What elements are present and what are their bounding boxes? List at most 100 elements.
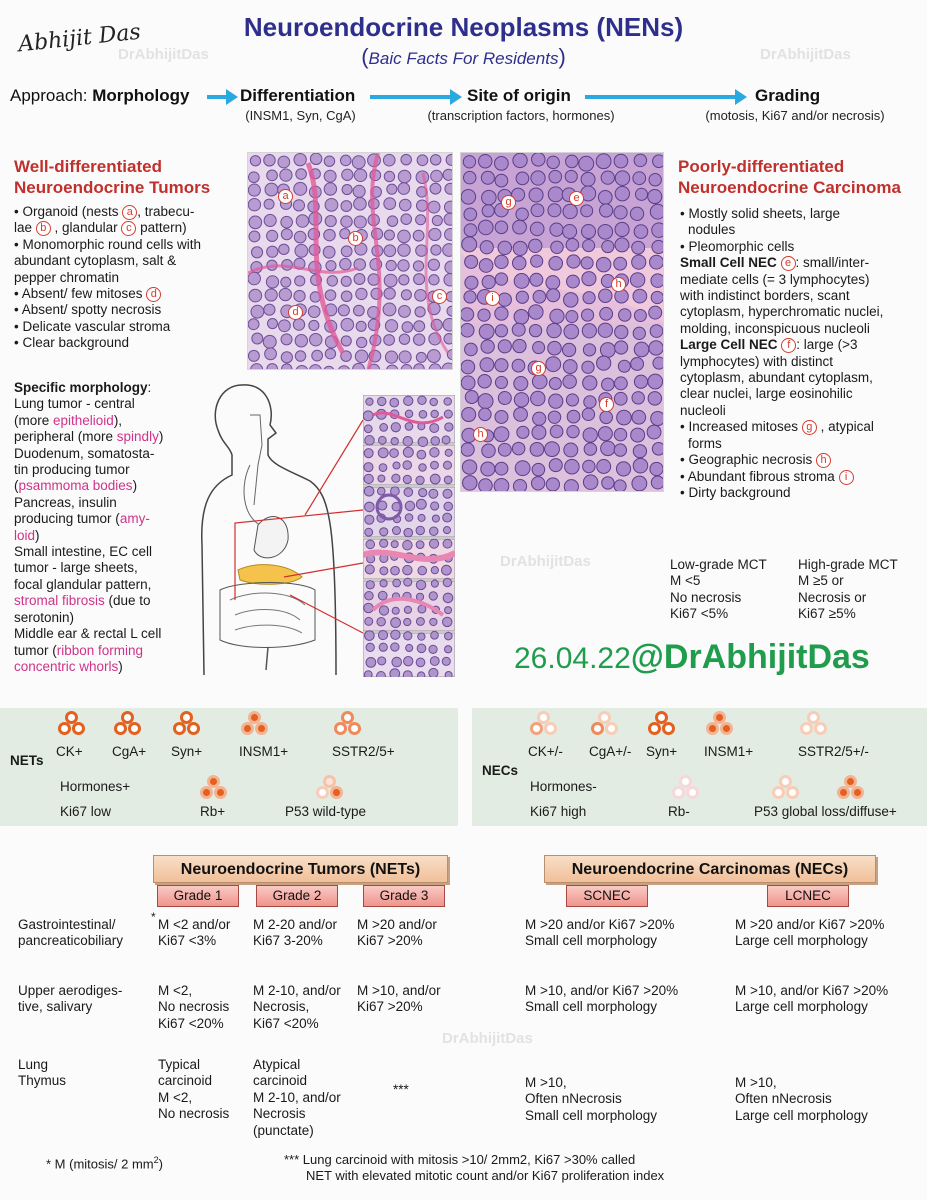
nets-marker: CK+ <box>56 744 83 759</box>
approach-step-site: Site of origin <box>467 86 571 105</box>
specific-line: producing tumor (amy- <box>14 511 150 527</box>
site-histology-strip <box>362 394 457 681</box>
specific-line: tin producing tumor <box>14 462 130 478</box>
label-h-icon: h <box>473 427 488 442</box>
specific-line: Duodenum, somatosta- <box>14 445 155 461</box>
date: 26.04.22 <box>514 642 631 675</box>
nets-label: NETs <box>10 753 44 768</box>
specific-line: peripheral (more spindly) <box>14 429 164 445</box>
approach-step-morphology: Morphology <box>92 86 190 105</box>
necs-hormones: Hormones- <box>530 779 597 794</box>
specific-line: tumor - large sheets, <box>14 560 138 576</box>
ihc-circles-icon <box>173 711 201 735</box>
ihc-circles-icon <box>706 711 734 735</box>
label-c-icon: c <box>121 221 137 237</box>
grade-3-label: Grade 3 <box>363 885 445 907</box>
necs-label: NECs <box>482 763 519 778</box>
approach-sub-site: (transcription factors, hormones) <box>427 108 615 123</box>
necs-p53: P53 global loss/diffuse+ <box>754 804 897 819</box>
label-g-icon: g <box>531 361 546 376</box>
pd-features: • Mostly solid sheets, large nodules • P… <box>680 206 884 500</box>
necs-marker: CgA+/- <box>589 744 632 759</box>
label-b-icon: b <box>348 231 363 246</box>
specific-line: (more epithelioid), <box>14 412 123 428</box>
date-handle: 26.04.22@DrAbhijitDas <box>514 638 870 677</box>
grade-2-label: Grade 2 <box>256 885 338 907</box>
lcnec-label: LCNEC <box>767 885 849 907</box>
label-b-icon: b <box>35 221 51 237</box>
arrow-icon <box>585 95 737 99</box>
table-cell-sc: M >10, and/or Ki67 >20%Small cell morpho… <box>525 983 679 1015</box>
wd-features: • Organoid (nests a, trabecu- lae b , gl… <box>14 204 202 351</box>
wd-histology-image: a b c d <box>247 152 453 370</box>
nets-marker: SSTR2/5+ <box>332 744 395 759</box>
p53-circles-icon <box>837 775 865 799</box>
watermark: DrAbhijitDas <box>760 46 851 63</box>
table-cell-site: Upper aerodiges-tive, salivary <box>18 983 123 1015</box>
p53-circles-icon <box>772 775 800 799</box>
arrow-head-icon <box>226 89 238 105</box>
watermark: DrAbhijitDas <box>118 46 209 63</box>
table-cell-site: Gastrointestinal/pancreaticobiliary <box>18 917 124 949</box>
grade-1-label: Grade 1 <box>157 885 239 907</box>
p53-circles-icon <box>316 775 344 799</box>
rb-circles-icon <box>672 775 700 799</box>
specific-line: focal glandular pattern, <box>14 576 152 592</box>
label-i-icon: i <box>485 291 500 306</box>
table-cell-sc: M >20 and/or Ki67 >20%Small cell morphol… <box>525 917 675 949</box>
ihc-circles-icon <box>530 711 558 735</box>
approach-sub-grading: (motosis, Ki67 and/or necrosis) <box>705 108 885 123</box>
nets-marker: Syn+ <box>171 744 203 759</box>
specific-line: stromal fibrosis (due to <box>14 593 151 609</box>
label-a-icon: a <box>122 205 138 220</box>
arrow-icon <box>370 95 452 99</box>
approach-step-differentiation: Differentiation <box>240 86 356 105</box>
footnote-mitosis: * M (mitosis/ 2 mm2) <box>46 1155 163 1172</box>
necs-marker: Syn+ <box>646 744 678 759</box>
specific-line: tumor (ribbon forming <box>14 642 144 658</box>
necs-table-header: Neuroendocrine Carcinomas (NECs) <box>544 855 876 883</box>
author-handle: @DrAbhijitDas <box>630 638 870 676</box>
page-subtitle: (Baic Facts For Residents) <box>361 44 566 69</box>
approach-step-grading: Grading <box>755 86 821 105</box>
arrow-head-icon <box>735 89 747 105</box>
label-f-icon: f <box>599 397 614 412</box>
nets-rb: Rb+ <box>200 804 226 819</box>
nets-hormones: Hormones+ <box>60 779 131 794</box>
site-histology-svg <box>362 394 457 681</box>
nets-marker: INSM1+ <box>239 744 289 759</box>
necs-ihc-box: NECs Hormones- Ki67 high Rb- P53 global … <box>472 708 927 826</box>
ihc-circles-icon <box>58 711 86 735</box>
specific-line: Pancreas, insulin <box>14 494 117 510</box>
nets-marker: CgA+ <box>112 744 147 759</box>
watermark: DrAbhijitDas <box>500 553 591 570</box>
ihc-circles-icon <box>334 711 362 735</box>
label-h-icon: h <box>611 277 626 292</box>
label-d-icon: d <box>288 305 303 320</box>
label-e-icon: e <box>569 191 584 206</box>
connector-lines <box>234 419 364 634</box>
grade1-footnote-star: * <box>151 910 156 924</box>
specific-line: Small intestine, EC cell <box>14 544 153 560</box>
approach-label: Approach: <box>10 86 88 105</box>
arrow-icon <box>207 95 229 99</box>
table-cell-lc: M >10, and/or Ki67 >20%Large cell morpho… <box>735 983 889 1015</box>
table-cell-lc: M >20 and/or Ki67 >20%Large cell morphol… <box>735 917 885 949</box>
pd-histology-svg <box>461 153 663 491</box>
label-i-icon: i <box>838 469 854 485</box>
approach-sub-differentiation: (INSM1, Syn, CgA) <box>245 108 356 123</box>
label-g-icon: g <box>801 420 817 436</box>
ihc-circles-icon <box>114 711 142 735</box>
nets-table-header: Neuroendocrine Tumors (NETs) <box>153 855 448 883</box>
